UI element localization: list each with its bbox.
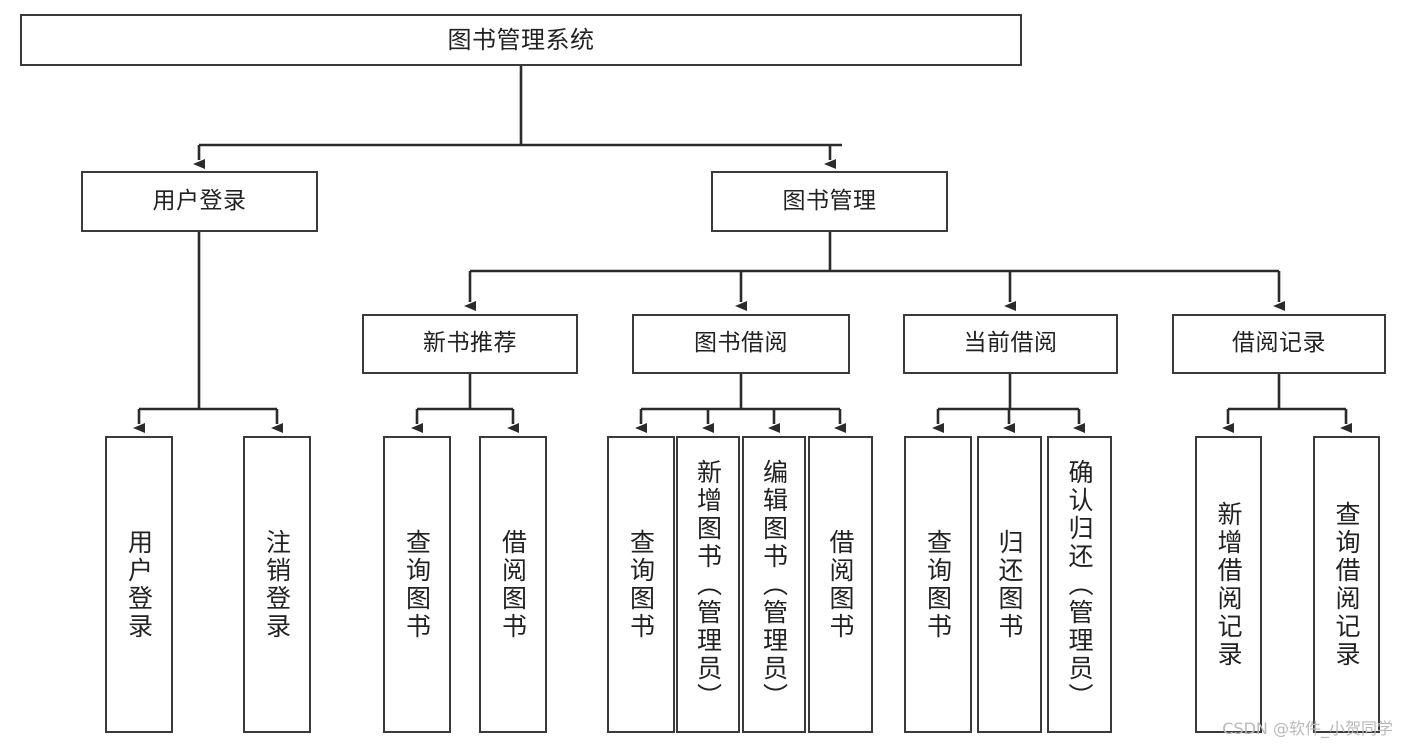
node-label: 借阅图书 <box>498 528 528 641</box>
node-label: 当前借阅 <box>963 330 1058 357</box>
node-label: 借阅记录 <box>1232 330 1326 357</box>
node-label: 图书管理 <box>782 187 877 214</box>
node-label: 用户登录 <box>152 187 247 214</box>
node-label: 注销登录 <box>262 528 292 641</box>
leaf-user-logout[interactable]: 注销登录 <box>243 436 311 733</box>
node-label: 新增图书（管理员） <box>693 458 723 711</box>
node-label: 查询图书 <box>626 528 656 641</box>
leaf-query-book-current[interactable]: 查询图书 <box>904 436 972 733</box>
csdn-watermark: CSDN @软件_小贺同学 <box>1222 719 1393 738</box>
leaf-edit-book-admin[interactable]: 编辑图书（管理员） <box>742 436 806 733</box>
node-current-borrow[interactable]: 当前借阅 <box>903 314 1118 374</box>
node-borrow-records[interactable]: 借阅记录 <box>1172 314 1386 374</box>
leaf-user-login[interactable]: 用户登录 <box>105 436 173 733</box>
leaf-add-borrow-record[interactable]: 新增借阅记录 <box>1195 436 1262 733</box>
node-label: 新书推荐 <box>423 330 517 357</box>
leaf-query-borrow-record[interactable]: 查询借阅记录 <box>1313 436 1380 733</box>
node-label: 编辑图书（管理员） <box>759 458 789 711</box>
node-root-system[interactable]: 图书管理系统 <box>20 14 1022 66</box>
node-label: 查询图书 <box>402 528 432 641</box>
node-user-login[interactable]: 用户登录 <box>81 171 318 232</box>
node-label: 用户登录 <box>124 528 154 641</box>
node-new-book-recommend[interactable]: 新书推荐 <box>362 314 578 374</box>
node-label: 归还图书 <box>995 528 1024 641</box>
leaf-add-book-admin[interactable]: 新增图书（管理员） <box>676 436 740 733</box>
node-label: 新增借阅记录 <box>1214 500 1243 669</box>
node-label: 图书借阅 <box>694 330 788 357</box>
leaf-borrow-book-recommend[interactable]: 借阅图书 <box>479 436 547 733</box>
node-label: 查询图书 <box>923 528 953 641</box>
node-book-management[interactable]: 图书管理 <box>711 171 948 232</box>
node-label: 借阅图书 <box>826 528 855 641</box>
node-label: 确认归还（管理员） <box>1065 458 1094 711</box>
node-label: 查询借阅记录 <box>1332 500 1361 669</box>
leaf-query-book-borrow[interactable]: 查询图书 <box>607 436 675 733</box>
leaf-return-book[interactable]: 归还图书 <box>977 436 1042 733</box>
node-book-borrow[interactable]: 图书借阅 <box>632 314 850 374</box>
leaf-confirm-return-admin[interactable]: 确认归还（管理员） <box>1047 436 1112 733</box>
leaf-query-book-recommend[interactable]: 查询图书 <box>383 436 451 733</box>
leaf-borrow-book[interactable]: 借阅图书 <box>808 436 873 733</box>
node-label: 图书管理系统 <box>447 25 595 54</box>
